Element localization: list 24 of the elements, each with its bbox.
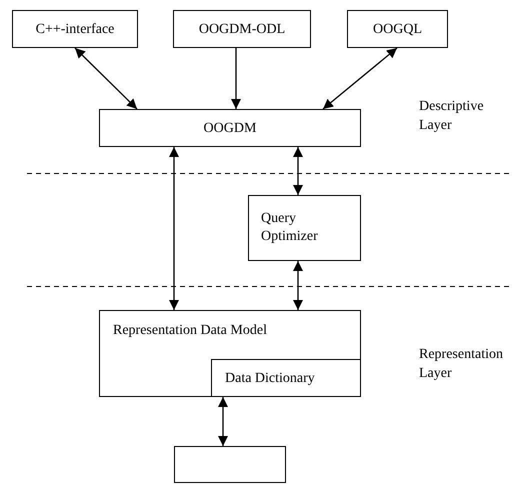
process-box xyxy=(211,359,361,397)
box-label: C++-interface xyxy=(36,20,114,38)
process-box xyxy=(248,195,361,261)
arrow xyxy=(322,48,398,110)
box-label: Data Dictionary xyxy=(225,370,315,388)
process-box xyxy=(173,10,311,48)
box-label: OOGDM-ODL xyxy=(198,20,286,38)
process-box xyxy=(347,10,448,48)
arrow xyxy=(231,48,241,109)
layer-label: Descriptive Layer xyxy=(419,98,485,135)
arrow xyxy=(293,147,303,195)
process-box xyxy=(99,310,361,397)
box-label: Representation Data Model xyxy=(113,323,267,338)
box-label: OOGDM xyxy=(204,120,256,138)
arrow xyxy=(293,261,303,310)
box-label: OOGQL xyxy=(373,20,422,38)
arrow xyxy=(218,397,228,446)
process-box xyxy=(174,446,286,483)
layer-label: Representation Layer xyxy=(419,346,501,383)
box-label: Query Optimizer xyxy=(261,210,319,246)
process-box xyxy=(12,10,138,48)
arrow xyxy=(74,48,138,110)
arrow xyxy=(169,147,179,310)
process-box xyxy=(99,109,361,147)
